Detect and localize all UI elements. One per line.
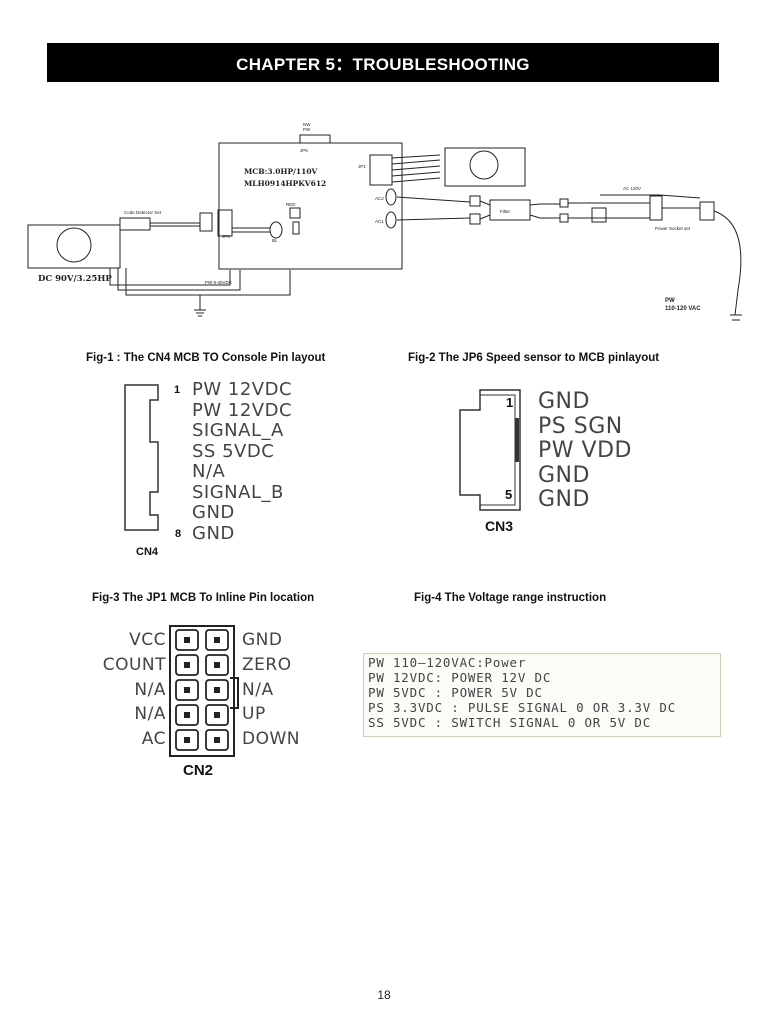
cn4-pin: PW 12VDC (192, 399, 293, 421)
ac-120v-label: AC 120V (623, 186, 641, 191)
ac1-label: AC1 (375, 219, 384, 224)
cn3-pin: PW VDD (538, 438, 632, 463)
cn2-right-pin: UP (242, 704, 266, 725)
ac2-label: AC2 (375, 196, 384, 201)
cn4-last-pin-number: 8 (175, 528, 182, 540)
chapter-title: CHAPTER 5：TROUBLESHOOTING (47, 43, 719, 82)
svg-text:PW: PW (303, 127, 311, 132)
cn2-left-pin: N/A (134, 704, 166, 725)
page-number: 18 (377, 988, 391, 1002)
svg-text:NW: NW (303, 122, 311, 127)
power-socket-label: Power Socket set (655, 226, 691, 231)
mcb-model-line2: MLH0914HPKV612 (244, 179, 326, 188)
fig3-caption: Fig-3 The JP1 MCB To Inline Pin location (92, 592, 315, 604)
cn3-last-pin-number: 5 (505, 487, 513, 502)
cn2-left-pin-list: VCC COUNT N/A N/A AC (100, 628, 166, 752)
red-label: RED (286, 202, 296, 207)
cn3-pin-list: GND PS SGN PW VDD GND GND (538, 389, 632, 513)
cn3-pin: PS SGN (538, 413, 623, 439)
cn4-pin: N/A (192, 461, 226, 482)
cn4-pin: PW 12VDC (192, 379, 293, 400)
cn4-label: CN4 (136, 546, 159, 558)
cn4-connector-outline (124, 384, 159, 531)
cn2-right-pin: GND (242, 630, 283, 650)
code-detector-label: Code Detector Set (124, 210, 162, 215)
cn2-right-pin: DOWN (242, 729, 300, 750)
dc-motor-label: DC 90V/3.25HP (38, 274, 112, 284)
voltage-line: PW 12VDC: POWER 12V DC (368, 670, 552, 685)
cn3-key-bar (515, 418, 519, 462)
filter-box (489, 199, 531, 221)
cn2-left-pin: VCC (129, 630, 166, 650)
cn4-pin: GND (192, 502, 235, 523)
cn3-pin: GND (538, 487, 590, 512)
voltage-range-box: PW 110—120VAC:Power PW 12VDC: POWER 12V … (363, 653, 721, 737)
cn4-pin-list: PW 12VDC PW 12VDC SIGNAL_A SS 5VDC N/A S… (192, 379, 293, 544)
voltage-line: PW 110—120VAC:Power (368, 655, 527, 670)
voltage-line: PS 3.3VDC : PULSE SIGNAL 0 OR 3.3V DC (368, 700, 677, 715)
cn3-pin: GND (538, 389, 590, 414)
cn2-left-pin: N/A (134, 679, 166, 700)
bl-label: BL (272, 238, 278, 243)
cn2-left-pin: AC (141, 729, 166, 750)
mcb-model-line1: MCB:3.0HP/110V (244, 167, 318, 176)
cn2-left-pin: COUNT (102, 654, 166, 675)
cn2-right-pin: N/A (242, 679, 274, 700)
mcb-board (218, 142, 403, 270)
cn2-latch (230, 677, 239, 709)
fig4-caption: Fig-4 The Voltage range instruction (414, 592, 607, 604)
fig2-caption: Fig-2 The JP6 Speed sensor to MCB pinlay… (408, 352, 660, 364)
cn3-pin: GND (538, 462, 590, 488)
dc-motor (27, 224, 121, 269)
pw-12v-label: PW 9-40VDC (205, 280, 233, 285)
cn3-first-pin-number: 1 (506, 395, 514, 410)
fig1-caption: Fig-1 : The CN4 MCB TO Console Pin layou… (86, 352, 326, 364)
pw-voltage-label: 110-120 VAC (665, 306, 701, 312)
jp1-label: JP1 (358, 164, 366, 169)
cn4-pin: SS 5VDC (192, 440, 275, 462)
cn4-pin: SIGNAL_B (192, 481, 284, 503)
cn2-right-pin: ZERO (242, 654, 292, 675)
cn4-pin: GND (192, 522, 235, 544)
wiring-diagram: NW PW JP5 JP6 JP1 RED BL AC2 AC1 Code De… (27, 122, 742, 321)
voltage-line: PW 5VDC : POWER 5V DC (368, 685, 543, 700)
cn2-connector (169, 625, 235, 757)
pw-label: PW (665, 298, 675, 304)
cn3-connector-outline (459, 389, 521, 511)
cn2-label: CN2 (183, 762, 214, 779)
cn3-label: CN3 (485, 518, 514, 534)
jp5-label: JP5 (300, 148, 308, 153)
cn2-right-pin-list: GND ZERO N/A UP DOWN (242, 628, 300, 752)
filter-label: Filter (500, 209, 511, 214)
cn4-pin: SIGNAL_A (192, 420, 284, 441)
cn4-first-pin-number: 1 (174, 384, 181, 396)
jp6-label: JP6 (222, 234, 230, 239)
voltage-line: SS 5VDC : SWITCH SIGNAL 0 OR 5V DC (368, 715, 652, 730)
